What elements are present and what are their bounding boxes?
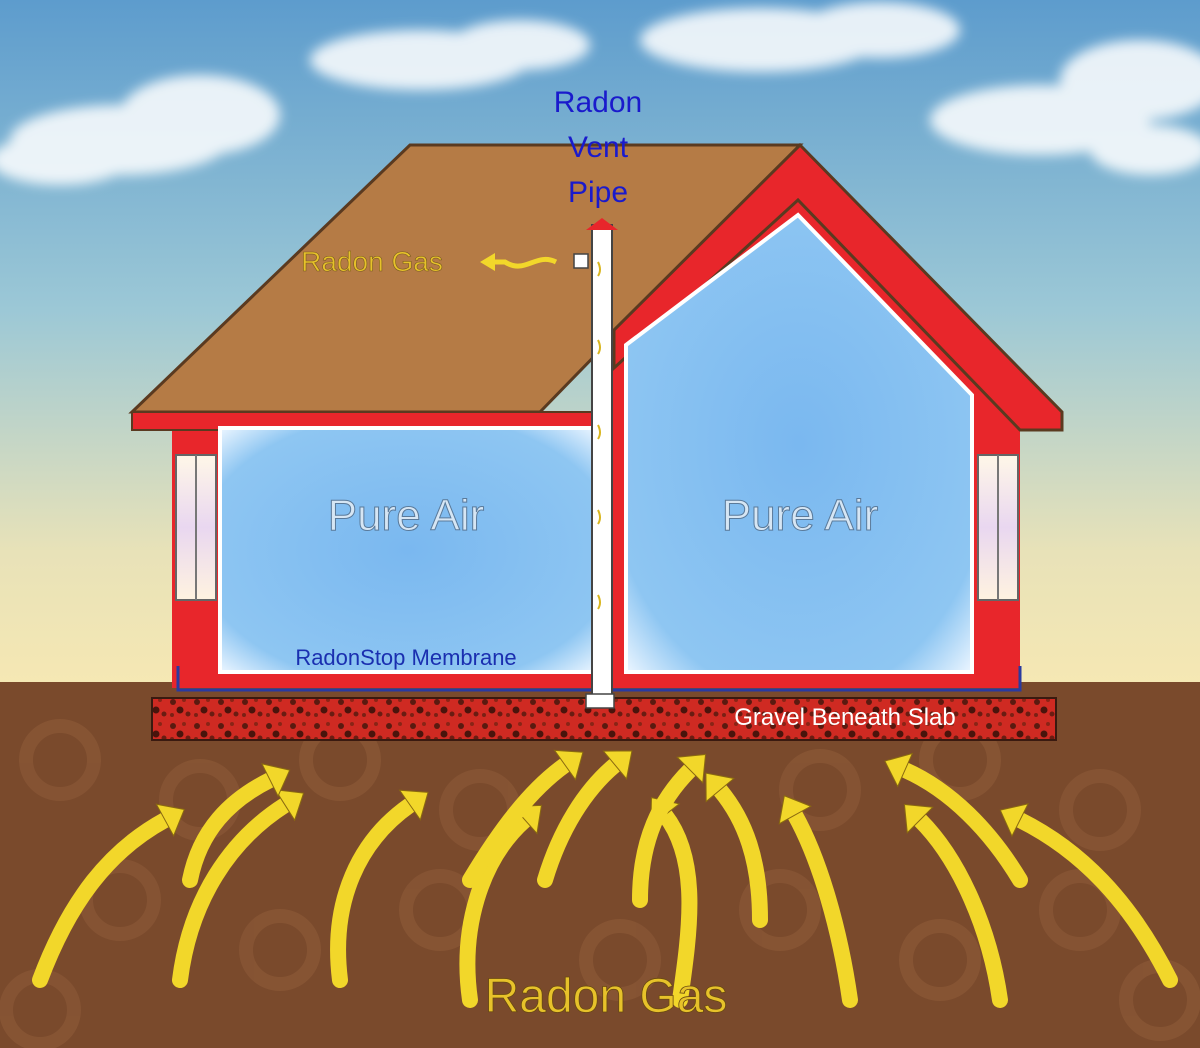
- radon-arrow-7: [537, 757, 623, 888]
- radon-arrow-1: [32, 812, 173, 988]
- radon-arrow-head-14: [676, 753, 707, 784]
- roof-gas-arrow: [490, 256, 558, 269]
- radon-arrow-2: [172, 797, 293, 988]
- vent-pipe-label-3: Pipe: [568, 176, 628, 209]
- radon-arrow-head-9: [778, 795, 812, 825]
- radon-arrow-head-1: [155, 803, 186, 837]
- radon-arrow-3: [330, 797, 418, 988]
- radon-arrow-head-6: [553, 749, 584, 781]
- membrane-label: RadonStop Membrane: [295, 645, 516, 670]
- right-room: [624, 212, 974, 674]
- radon-arrow-6: [462, 757, 573, 888]
- vent-pipe-base: [585, 693, 615, 709]
- radon-arrow-4: [459, 812, 533, 1008]
- pipe-gas-wisps: [597, 261, 601, 610]
- vent-pipe-outlet: [573, 253, 589, 269]
- radon-arrow-11: [1012, 812, 1178, 988]
- radon-arrow-10: [912, 812, 1008, 1008]
- radon-arrow-head-11: [999, 803, 1029, 838]
- clouds: [0, 2, 1200, 185]
- vent-pipe-label-2: Vent: [568, 131, 629, 164]
- left-room: [218, 426, 598, 674]
- radon-arrow-5: [182, 772, 278, 888]
- vent-pipe: [591, 224, 613, 696]
- right-room-label: Pure Air: [722, 491, 879, 540]
- house: [128, 142, 1064, 709]
- radon-arrow-14: [632, 762, 698, 908]
- roof-gas-label: Radon Gas: [301, 246, 443, 277]
- radon-arrow-head-2: [274, 789, 305, 822]
- radon-arrow-head-5: [261, 763, 291, 798]
- gravel-label: Gravel Beneath Slab: [734, 704, 955, 731]
- radon-arrow-8: [657, 807, 698, 1008]
- radon-arrow-head-7: [602, 750, 633, 780]
- radon-arrow-13: [712, 782, 768, 928]
- radon-arrow-head-12: [884, 752, 914, 788]
- left-room-label: Pure Air: [328, 491, 485, 540]
- radon-arrow-head-3: [398, 789, 429, 821]
- radon-gas-arrows: [32, 749, 1178, 1008]
- radon-arrow-12: [897, 762, 1028, 888]
- radon-arrow-head-10: [903, 803, 934, 834]
- right-roof-edge: [612, 142, 1064, 432]
- radon-arrow-head-13: [705, 772, 735, 803]
- radon-arrow-9: [787, 807, 858, 1008]
- ground-gas-label: Radon Gas: [485, 970, 728, 1023]
- vent-pipe-label-1: Radon: [554, 86, 642, 119]
